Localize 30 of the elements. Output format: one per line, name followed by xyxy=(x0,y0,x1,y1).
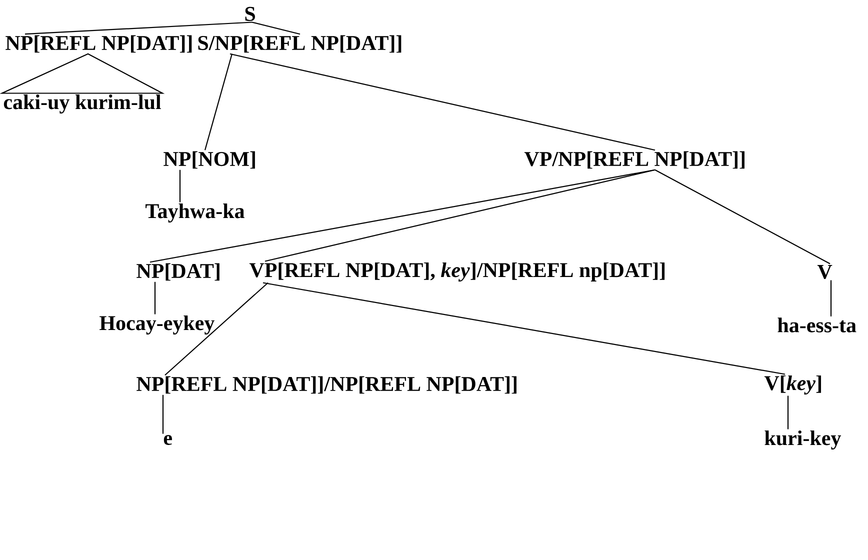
branch-line xyxy=(654,169,830,264)
branch-line xyxy=(164,282,268,376)
branch-line xyxy=(230,53,656,151)
tree-label: Hocay-eykey xyxy=(100,315,214,335)
branch-line xyxy=(154,282,156,314)
tree-label: V[key] xyxy=(764,375,821,395)
branch-line xyxy=(204,54,233,150)
tree-label: VP[REFL NP[DAT], key]/NP[REFL np[DAT]] xyxy=(249,262,665,282)
branch-line xyxy=(252,22,300,35)
tree-label: NP[REFL NP[DAT]]/NP[REFL NP[DAT]] xyxy=(136,376,516,394)
branch-line xyxy=(262,282,786,375)
branch-line xyxy=(24,22,252,35)
tree-label: VP/NP[REFL NP[DAT]] xyxy=(524,151,744,169)
tree-label: caki-uy kurim-lul xyxy=(4,94,161,114)
tree-label: kuri-key xyxy=(764,430,841,450)
branch-line xyxy=(179,170,181,202)
branch-line xyxy=(162,394,164,434)
tree-label: NP[REFL NP[DAT]] xyxy=(6,35,192,53)
tree-label: NP[NOM] xyxy=(164,151,255,169)
branch-line xyxy=(787,396,789,430)
tree-label: V xyxy=(817,264,832,280)
tree-label: S/NP[REFL NP[DAT]] xyxy=(198,35,402,53)
tree-label: ha-ess-ta xyxy=(778,318,856,332)
branch-line xyxy=(264,169,656,262)
tree-label: NP[DAT] xyxy=(136,263,220,281)
tree-label: S xyxy=(245,6,255,22)
branch-line xyxy=(830,280,832,316)
tree-label: Tayhwa-ka xyxy=(146,203,244,223)
tree-label: e xyxy=(164,434,172,446)
branch-line xyxy=(150,169,656,263)
